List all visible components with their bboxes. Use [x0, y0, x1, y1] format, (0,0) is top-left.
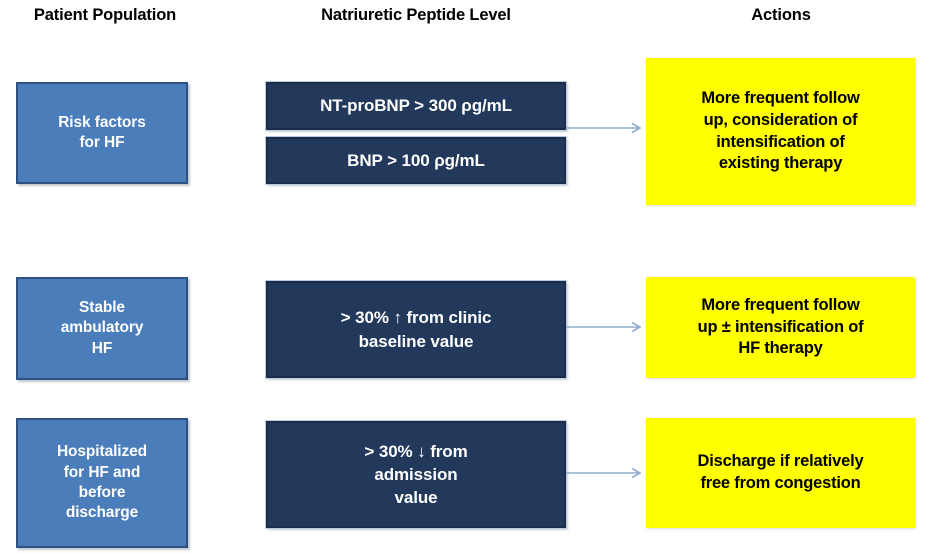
connector-row-3 — [566, 466, 648, 480]
peptide-line: NT-proBNP > 300 ρg/mL — [320, 96, 512, 116]
population-line: Risk factors — [58, 113, 146, 131]
action-line: More frequent follow — [701, 295, 860, 314]
population-line: for HF — [79, 134, 125, 151]
peptide-line: BNP > 100 ρg/mL — [347, 150, 485, 170]
population-box-row-3: Hospitalized for HF and before discharge — [16, 418, 188, 548]
population-line: discharge — [65, 504, 139, 522]
population-box-row-1: Risk factors for HF — [16, 82, 188, 184]
connector-row-2 — [566, 320, 648, 334]
population-line: Hospitalized — [56, 443, 148, 461]
population-box-row-2: Stable ambulatory HF — [16, 277, 188, 380]
arrow-right-icon — [566, 321, 642, 333]
population-line: Stable — [79, 298, 125, 316]
action-line: up ± intensification of — [697, 317, 864, 336]
peptide-line: > 30% ↓ from — [364, 441, 468, 461]
peptide-line: value — [394, 488, 438, 508]
peptide-line: baseline value — [358, 331, 474, 351]
action-line: HF therapy — [738, 339, 823, 358]
column-header-natriuretic-peptide-level: Natriuretic Peptide Level — [321, 6, 511, 24]
peptide-line: > 30% ↑ from clinic — [340, 308, 492, 328]
action-line: intensification of — [716, 132, 845, 151]
action-line: More frequent follow — [701, 88, 860, 107]
arrow-right-icon — [566, 122, 642, 134]
action-line: existing therapy — [718, 154, 843, 173]
action-line: up, consideration of — [703, 110, 858, 129]
column-header-patient-population: Patient Population — [33, 6, 177, 24]
action-box-row-1: More frequent follow up, consideration o… — [646, 58, 915, 205]
action-box-row-3: Discharge if relatively free from conges… — [646, 418, 915, 528]
peptide-box-row-1-primary: NT-proBNP > 300 ρg/mL — [265, 81, 567, 131]
peptide-line: admission — [374, 464, 458, 484]
connector-row-1 — [566, 121, 648, 135]
peptide-box-row-3: > 30% ↓ from admission value — [265, 420, 567, 529]
action-line: Discharge if relatively — [697, 452, 864, 471]
action-line: free from congestion — [700, 474, 861, 492]
action-box-row-2: More frequent follow up ± intensificatio… — [646, 277, 915, 378]
population-line: ambulatory — [60, 319, 144, 337]
population-line: for HF and — [63, 463, 141, 481]
peptide-box-row-1-secondary: BNP > 100 ρg/mL — [265, 136, 567, 185]
column-header-actions: Actions — [751, 6, 811, 24]
population-line: HF — [91, 339, 113, 357]
peptide-box-row-2: > 30% ↑ from clinic baseline value — [265, 280, 567, 379]
arrow-right-icon — [566, 467, 642, 479]
population-line: before — [78, 484, 126, 501]
